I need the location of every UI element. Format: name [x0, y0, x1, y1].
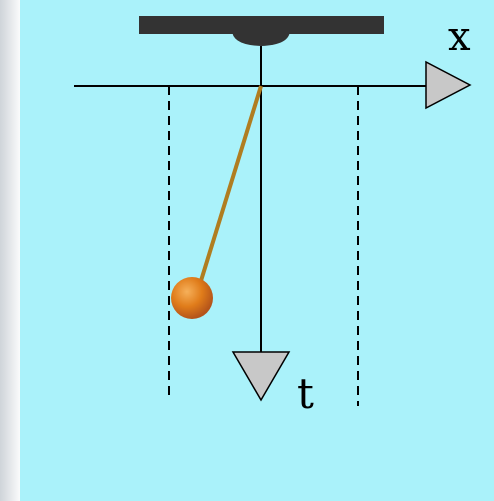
t-axis-label: t: [297, 369, 314, 418]
cyan-panel: [20, 0, 494, 501]
pendulum-string: [198, 85, 263, 285]
ceiling-support: [139, 16, 384, 34]
x-axis-arrowhead: [425, 60, 472, 110]
pendulum-bob: [171, 277, 213, 319]
t-axis-arrowhead: [231, 351, 291, 402]
x-axis-label: x: [448, 14, 471, 60]
pivot-mount: [232, 30, 290, 46]
